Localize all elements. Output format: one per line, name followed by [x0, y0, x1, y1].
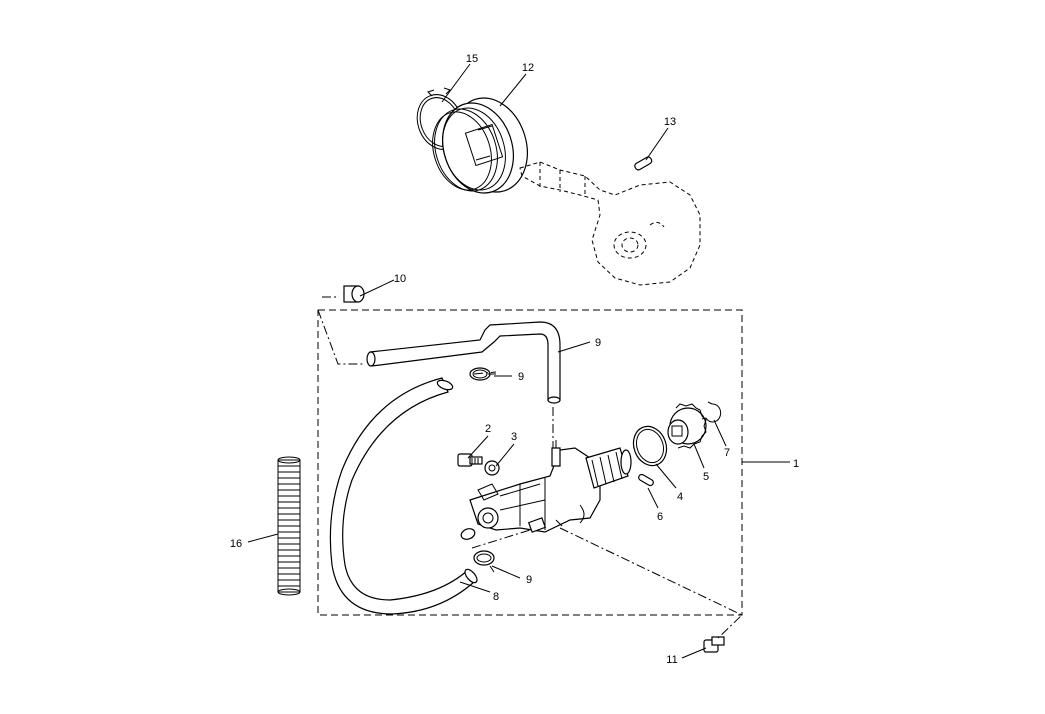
callout-14: 13: [664, 116, 676, 128]
callout-11: 10: [394, 273, 406, 285]
callout-9-lower: 9: [526, 574, 532, 586]
callout-1: 1: [793, 458, 799, 470]
drive-gear-part-13: [432, 97, 528, 194]
circlip-part-7: [701, 401, 722, 423]
callout-5: 5: [703, 471, 709, 483]
pin-part-6: [638, 473, 654, 487]
callout-16: 16: [230, 538, 242, 550]
chain-line-11: [317, 296, 365, 365]
crankshaft-reference: [519, 161, 701, 286]
callout-13: 12: [522, 62, 534, 74]
callout-3: 3: [511, 431, 517, 443]
hose-part-10: [366, 321, 561, 404]
assembly-boundary: [317, 309, 743, 616]
spring-part-16: [277, 456, 301, 596]
bolt-part-12: [703, 636, 725, 653]
hose-clip-part-9-lower: [473, 550, 495, 573]
chain-clip-upper: [473, 371, 497, 375]
callout-9-upper: 9: [518, 371, 524, 383]
pump-gear-part-5: [667, 403, 707, 449]
callout-10: 9: [595, 337, 601, 349]
callout-2: 2: [485, 423, 491, 435]
hose-part-8: [329, 377, 478, 615]
oil-pump-body: [460, 440, 632, 540]
washer-part-3: [484, 460, 500, 476]
chain-pump-hose8: [471, 529, 531, 549]
callout-8: 8: [493, 591, 499, 603]
callout-15: 15: [466, 53, 478, 65]
callout-4: 4: [677, 491, 683, 503]
sleeve-part-11: [343, 285, 365, 303]
dowel-pin-part-14: [634, 156, 653, 171]
callout-labels: 15 12 13 10 9 9 2 3 1 7 5 4 6 16 9 8 11: [230, 53, 799, 666]
callout-6: 6: [657, 511, 663, 523]
hose-clip-part-9-upper: [469, 367, 496, 381]
leader-lines: [247, 63, 727, 659]
o-ring-part-4: [632, 425, 668, 467]
callout-7: 7: [724, 447, 730, 459]
chain-pump-bolt12: [559, 527, 743, 641]
callout-12: 11: [666, 654, 677, 666]
